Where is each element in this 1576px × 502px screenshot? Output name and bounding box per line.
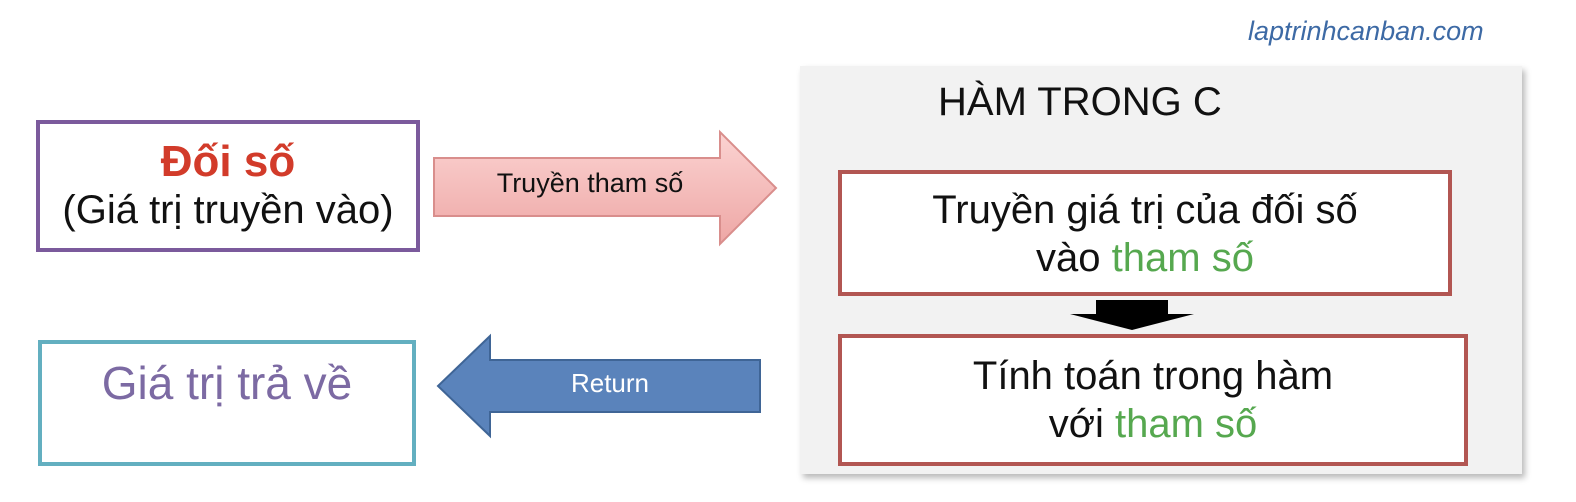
argument-box: Đối số (Giá trị truyền vào) [36, 120, 420, 252]
step2-parameter-highlight: tham số [1114, 402, 1258, 446]
step2-line2-prefix: với [1048, 402, 1115, 446]
pass-parameter-label: Truyền tham số [496, 168, 684, 198]
return-value-text: Giá trị trả về [101, 357, 353, 409]
argument-title: Đối số [160, 137, 296, 186]
step2-line1: Tính toán trong hàm [972, 354, 1334, 398]
step1-parameter-highlight: tham số [1111, 236, 1254, 280]
return-arrow [436, 333, 761, 439]
step1-line2: vào tham số [842, 234, 1448, 282]
pass-parameter-arrow [433, 129, 778, 247]
watermark: laptrinhcanban.com [1248, 16, 1484, 46]
down-arrow-icon [1070, 300, 1194, 330]
step1-line2-prefix: vào [1036, 236, 1112, 280]
step-pass-value-box: Truyền giá trị của đối số vào tham số [838, 170, 1452, 296]
return-value-box: Giá trị trả về [38, 340, 416, 466]
step2-line2: với tham số [842, 400, 1464, 448]
function-panel-title: HÀM TRONG C [938, 80, 1222, 124]
return-label: Return [570, 368, 650, 398]
step1-line1: Truyền giá trị của đối số [932, 188, 1358, 232]
step-compute-box: Tính toán trong hàm với tham số [838, 334, 1468, 466]
argument-subtitle: (Giá trị truyền vào) [62, 188, 394, 233]
